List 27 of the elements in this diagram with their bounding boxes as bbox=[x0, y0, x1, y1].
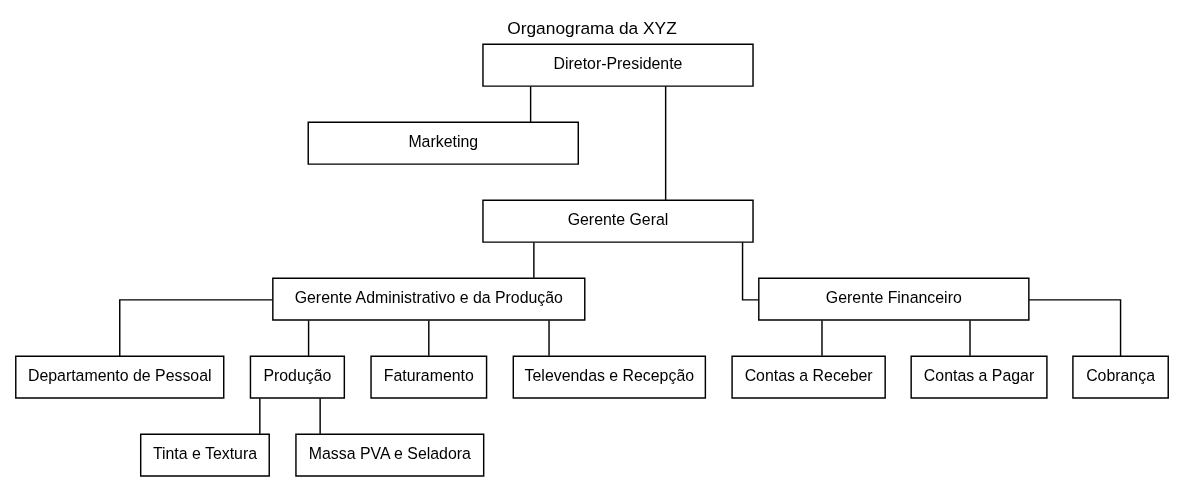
connector bbox=[319, 397, 321, 435]
node-box: Departamento de Pessoal bbox=[15, 355, 225, 399]
connector bbox=[529, 85, 532, 123]
node-box: Faturamento bbox=[370, 355, 488, 399]
node-box: Televendas e Recepção bbox=[512, 355, 707, 399]
connector bbox=[428, 319, 430, 357]
connector bbox=[119, 299, 274, 357]
connector bbox=[969, 319, 971, 357]
node-box: Gerente Financeiro bbox=[758, 277, 1030, 321]
node-box: Tinta e Textura bbox=[140, 433, 270, 477]
connector bbox=[307, 319, 310, 357]
diagram-title: Organograma da XYZ bbox=[507, 17, 677, 38]
node-box: Marketing bbox=[307, 121, 579, 165]
connector bbox=[533, 241, 535, 279]
connector bbox=[548, 319, 550, 357]
connector bbox=[1028, 299, 1122, 357]
node-box: Contas a Pagar bbox=[910, 355, 1048, 399]
node-box: Massa PVA e Seladora bbox=[295, 433, 485, 477]
node-box: Cobrança bbox=[1072, 355, 1169, 399]
node-box: Gerente Administrativo e da Produção bbox=[272, 277, 586, 321]
node-box: Diretor-Presidente bbox=[482, 43, 754, 87]
connector bbox=[821, 319, 823, 357]
node-box: Gerente Geral bbox=[482, 199, 754, 243]
node-box: Produção bbox=[249, 355, 346, 399]
node-box: Contas a Receber bbox=[731, 355, 886, 399]
connector bbox=[259, 397, 261, 435]
connector bbox=[664, 85, 667, 201]
